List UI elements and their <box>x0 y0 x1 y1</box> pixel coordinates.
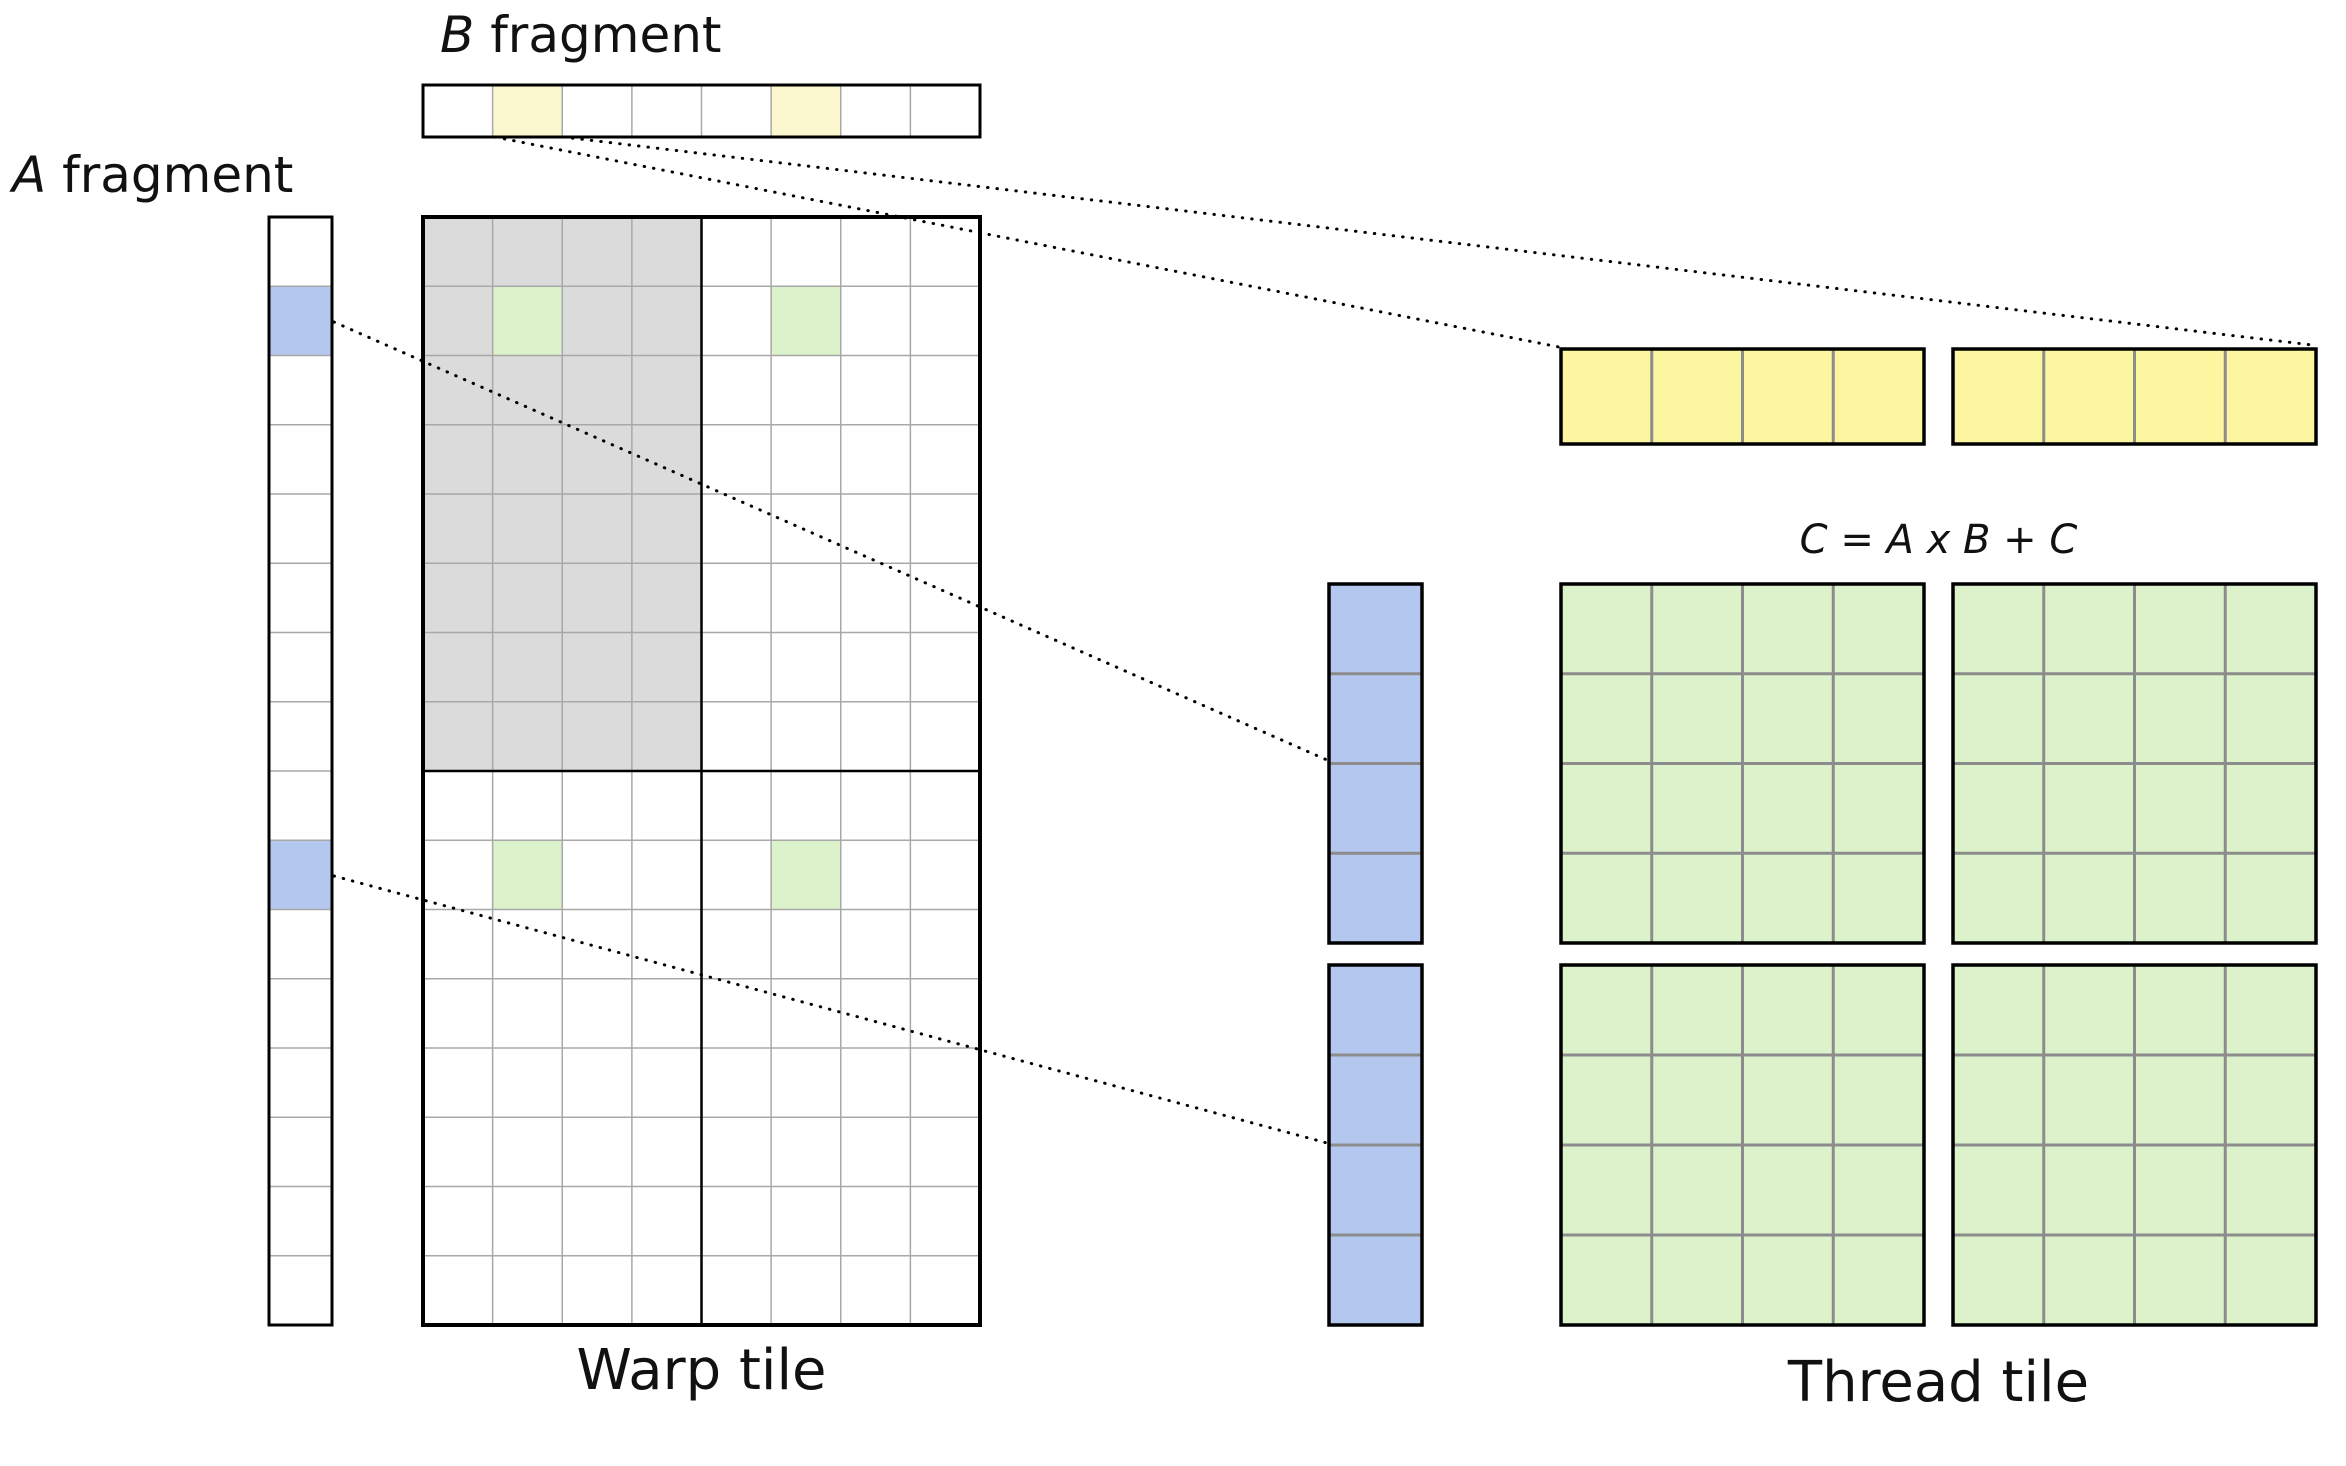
thread-tile-bottom-right <box>1951 963 2318 1327</box>
b-fragment-label-text: fragment <box>474 6 722 64</box>
thread-tile-top-right <box>1951 582 2318 945</box>
warp-tile-grid-highlight-cell <box>771 286 841 356</box>
b-fragment-label: B fragment <box>440 8 722 63</box>
a-fragment-strip-highlight-cell <box>269 286 332 356</box>
b-fragment-to-thread-right-connector <box>561 135 2314 347</box>
thread-tile-bottom-right-border <box>1951 963 2318 1327</box>
b-fragment-strip <box>421 83 982 139</box>
thread-tile-top-left-border <box>1559 582 1926 945</box>
b-fragment-strip-highlight-cell <box>492 85 563 137</box>
a-thread-fragment-top-border <box>1327 582 1424 945</box>
b-thread-fragment-left-border <box>1559 347 1926 446</box>
b-thread-fragment-left <box>1559 347 1926 446</box>
a-fragment-to-thread-top-connector <box>332 320 1329 762</box>
b-thread-fragment-right <box>1951 347 2318 446</box>
a-fragment-label: A fragment <box>12 148 293 203</box>
a-thread-fragment-bottom-border <box>1327 963 1424 1327</box>
thread-tile-bottom-left-border <box>1559 963 1926 1327</box>
b-fragment-strip-highlight-cell <box>771 85 841 137</box>
b-fragment-label-var: B <box>440 6 475 64</box>
equation-label: C = A x B + C <box>1799 517 2078 563</box>
b-thread-fragment-right-border <box>1951 347 2318 446</box>
thread-tile-bottom-left <box>1559 963 1926 1327</box>
a-fragment-label-text: fragment <box>46 146 294 204</box>
warp-tile-grid-border <box>421 215 982 1327</box>
warp-tile-label: Warp tile <box>576 1338 827 1403</box>
warp-tile-grid <box>421 215 982 1327</box>
warp-tile-grid-highlight-cell <box>492 840 563 910</box>
b-fragment-to-thread-left-connector <box>493 135 1561 349</box>
b-fragment-strip-border <box>421 83 982 139</box>
a-fragment-strip-highlight-cell <box>269 840 332 910</box>
a-thread-fragment-bottom <box>1327 963 1424 1327</box>
a-fragment-strip-border <box>267 215 334 1327</box>
thread-tile-label: Thread tile <box>1787 1350 2090 1415</box>
a-fragment-strip <box>267 215 334 1327</box>
a-fragment-to-thread-bottom-connector <box>332 874 1329 1145</box>
thread-tile-top-left <box>1559 582 1926 945</box>
warp-tile-grid-highlight-cell <box>492 286 563 356</box>
thread-tile-top-right-border <box>1951 582 2318 945</box>
warp-tile-grid-highlight-cell <box>771 840 841 910</box>
a-fragment-label-var: A <box>12 146 47 204</box>
a-thread-fragment-top <box>1327 582 1424 945</box>
